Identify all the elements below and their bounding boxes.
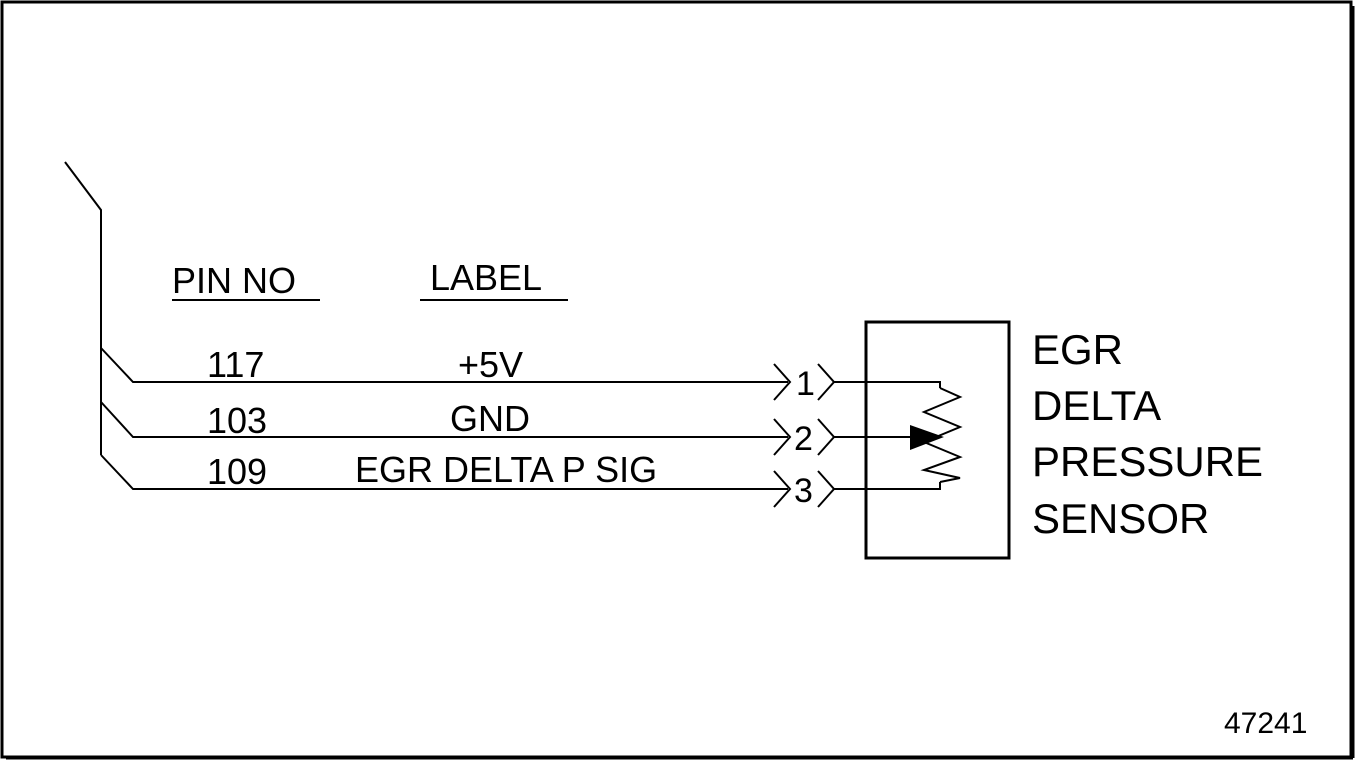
wire-3-pin-no: 109 xyxy=(207,451,267,492)
wire-1-label: +5V xyxy=(458,344,523,385)
wire-3-connector-left-chevron xyxy=(773,470,792,508)
sensor-name-line-2: DELTA xyxy=(1032,382,1161,429)
wire-1-pin-no: 117 xyxy=(207,344,264,385)
sensor-lead-1 xyxy=(834,381,941,388)
potentiometer-wiper-arrow xyxy=(910,425,944,450)
wire-1-connector-right-chevron xyxy=(817,363,836,401)
wire-3-connector-right-chevron xyxy=(817,470,836,508)
sensor-name: EGR DELTA PRESSURE SENSOR xyxy=(1032,326,1263,542)
wire-2-label: GND xyxy=(450,398,530,439)
sensor-name-line-1: EGR xyxy=(1032,326,1123,373)
wire-1: 117 +5V 1 xyxy=(100,344,836,403)
sensor-lead-3 xyxy=(834,482,941,490)
sensor-name-line-3: PRESSURE xyxy=(1032,438,1263,485)
harness-trunk xyxy=(64,161,102,455)
sensor-name-line-4: SENSOR xyxy=(1032,495,1209,542)
wire-2-path xyxy=(100,401,788,438)
wire-3-connector-pin: 3 xyxy=(794,472,813,510)
wire-3-path xyxy=(100,454,788,490)
label-header: LABEL xyxy=(430,257,542,298)
wire-2-connector-left-chevron xyxy=(773,418,792,456)
wire-2: 103 GND 2 xyxy=(100,398,836,458)
wire-2-pin-no: 103 xyxy=(207,400,267,441)
sensor-box xyxy=(864,320,1011,560)
wire-3-label: EGR DELTA P SIG xyxy=(355,449,657,490)
wire-1-connector-pin: 1 xyxy=(796,365,815,403)
wire-1-path xyxy=(100,347,788,383)
wire-3: 109 EGR DELTA P SIG 3 xyxy=(100,449,836,510)
figure-number: 47241 xyxy=(1224,707,1307,740)
wire-1-connector-left-chevron xyxy=(773,363,792,401)
pin-no-header: PIN NO xyxy=(172,260,296,301)
wire-2-connector-pin: 2 xyxy=(794,420,813,458)
wire-2-connector-right-chevron xyxy=(817,418,836,456)
